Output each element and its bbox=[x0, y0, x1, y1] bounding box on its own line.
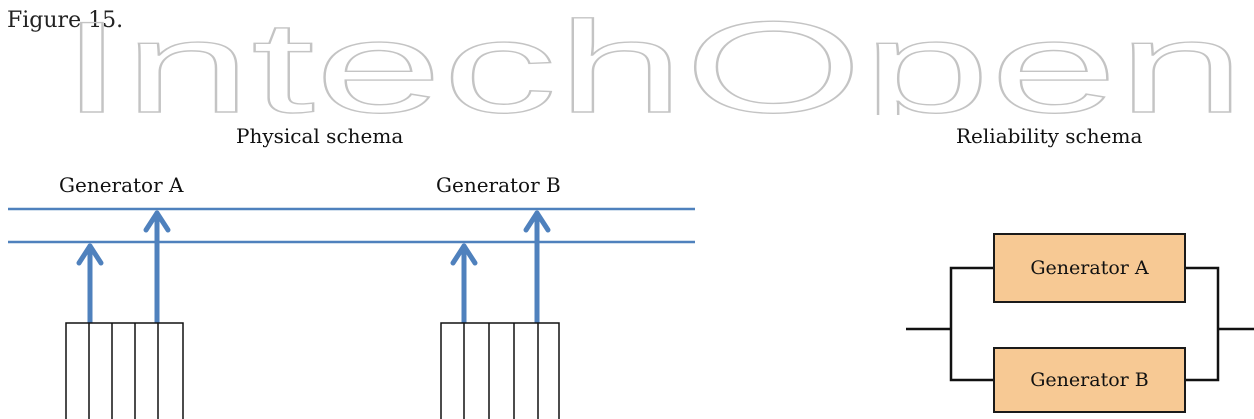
generator-a-unit bbox=[65, 322, 184, 419]
reliability-schema-title: Reliability schema bbox=[956, 124, 1143, 148]
watermark: IntechOpen bbox=[60, 0, 1246, 115]
reliability-block-b-label: Generator B bbox=[1030, 369, 1149, 391]
arrow-b-2 bbox=[523, 210, 551, 326]
arrow-b-1 bbox=[450, 243, 478, 326]
generator-a-label: Generator A bbox=[59, 173, 184, 197]
reliability-block-generator-a: Generator A bbox=[993, 233, 1186, 303]
reliability-block-a-label: Generator A bbox=[1030, 257, 1149, 279]
figure-label: Figure 15. bbox=[7, 8, 124, 33]
reliability-block-generator-b: Generator B bbox=[993, 347, 1186, 413]
watermark-text: IntechOpen bbox=[60, 0, 1245, 115]
reliability-wiring bbox=[906, 266, 1254, 382]
generator-b-unit bbox=[440, 322, 560, 419]
generator-b-label: Generator B bbox=[436, 173, 561, 197]
arrow-a-2 bbox=[143, 210, 171, 326]
physical-schema-title: Physical schema bbox=[236, 124, 404, 148]
arrow-a-1 bbox=[76, 243, 104, 326]
